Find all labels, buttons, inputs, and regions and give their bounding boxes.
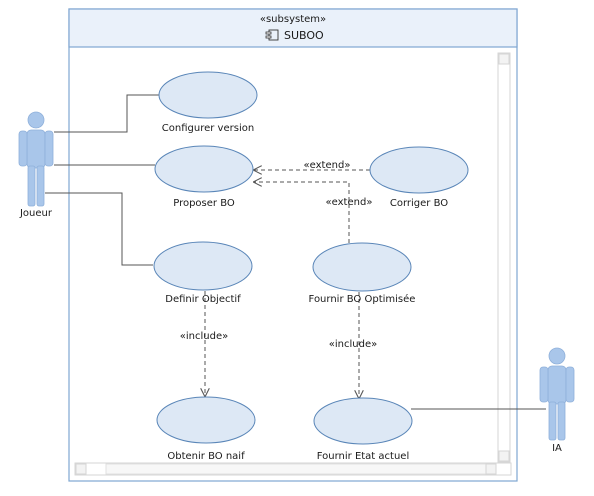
actor-icon bbox=[18, 111, 54, 207]
use-case-corriger-bo[interactable]: Corriger BO bbox=[369, 146, 469, 209]
use-case-label: Definir Objectif bbox=[165, 294, 241, 305]
actor-joueur[interactable]: Joueur bbox=[18, 111, 54, 219]
extend-label-fournir: «extend» bbox=[326, 197, 373, 208]
use-case-label: Fournir BO Optimisée bbox=[309, 293, 416, 305]
actor-label: IA bbox=[552, 443, 562, 454]
use-case-fournir-etat-actuel[interactable]: Fournir Etat actuel bbox=[313, 397, 413, 462]
use-case-obtenir-bo-naif[interactable]: Obtenir BO naif bbox=[156, 396, 256, 462]
use-case-fournir-bo-optimisee[interactable]: Fournir BO Optimisée bbox=[309, 242, 416, 305]
use-case-label: Proposer BO bbox=[173, 198, 235, 209]
include-label-fournir: «include» bbox=[329, 339, 377, 350]
actor-ia[interactable]: IA bbox=[539, 347, 575, 454]
use-case-label: Corriger BO bbox=[390, 198, 448, 209]
use-case-definir-objectif[interactable]: Definir Objectif bbox=[153, 241, 253, 305]
associations bbox=[45, 94, 546, 410]
use-case-label: Obtenir BO naif bbox=[167, 451, 245, 462]
component-icon bbox=[265, 29, 279, 41]
use-case-label: Fournir Etat actuel bbox=[317, 451, 409, 462]
horizontal-scrollbar[interactable] bbox=[74, 462, 512, 476]
association-joueur-configurer bbox=[54, 94, 159, 133]
use-case-configurer-version[interactable]: Configurer version bbox=[158, 71, 258, 134]
dependencies bbox=[205, 170, 370, 398]
association-joueur-definir bbox=[45, 192, 153, 266]
use-case-label: Configurer version bbox=[162, 123, 254, 134]
actor-icon bbox=[539, 347, 575, 441]
subsystem-stereotype: «subsystem» bbox=[260, 14, 326, 25]
use-case-proposer-bo[interactable]: Proposer BO bbox=[154, 145, 254, 209]
include-label-definir: «include» bbox=[180, 331, 228, 342]
subsystem-name: SUBOO bbox=[284, 29, 324, 42]
actor-label: Joueur bbox=[19, 208, 53, 219]
subsystem-frame[interactable]: «subsystem» SUBOO bbox=[68, 8, 518, 482]
extend-label-corriger: «extend» bbox=[304, 160, 351, 171]
vertical-scrollbar[interactable] bbox=[497, 52, 511, 463]
